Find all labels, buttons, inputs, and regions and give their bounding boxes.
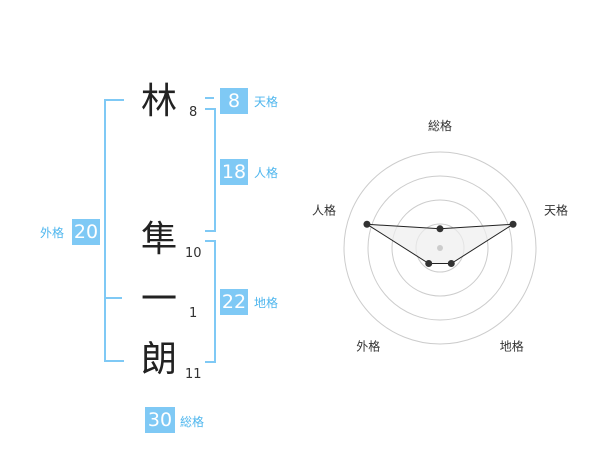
jinkaku-bracket [205,108,216,232]
stroke-count-2: 10 [185,246,202,261]
radar-point-5 [363,220,371,228]
tenkaku-bracket [205,97,214,99]
gaikaku-bracket-mid [104,297,122,299]
radar-axis-label-4: 外格 [356,339,380,354]
radar-point-4 [425,260,433,268]
name-char-4: 朗 [141,339,178,380]
jinkaku-label: 人格 [254,166,279,180]
chikaku-value: 22 [220,289,248,315]
radar-axis-label-2: 天格 [544,202,568,217]
stroke-count-4: 11 [185,367,202,382]
name-char-3: 一 [141,279,178,320]
jinkaku-value: 18 [220,159,248,185]
radar-score-polygon [366,223,514,265]
gaikaku-bracket [104,99,124,362]
radar-point-3 [447,260,455,268]
stroke-count-3: 1 [189,306,198,321]
gaikaku-label: 外格 [40,226,65,240]
radar-point-2 [509,220,517,228]
radar-center [437,245,443,251]
radar-axis-label-1: 総格 [428,118,452,133]
radar-axis-label-3: 地格 [500,339,524,354]
chikaku-bracket [205,240,216,363]
chikaku-label: 地格 [254,296,279,310]
radar-axis-label-5: 人格 [312,202,336,217]
soukaku-label: 総格 [180,415,205,429]
radar-point-1 [436,225,444,233]
name-char-2: 隼 [141,219,178,260]
tenkaku-label: 天格 [254,95,279,109]
soukaku-value: 30 [145,407,175,433]
gaikaku-value: 20 [72,219,100,245]
radar-ring [391,199,489,297]
radar-ring [343,151,537,345]
stroke-count-1: 8 [189,105,198,120]
name-char-1: 林 [141,81,178,122]
tenkaku-value: 8 [220,88,248,114]
radar-ring [367,175,513,321]
